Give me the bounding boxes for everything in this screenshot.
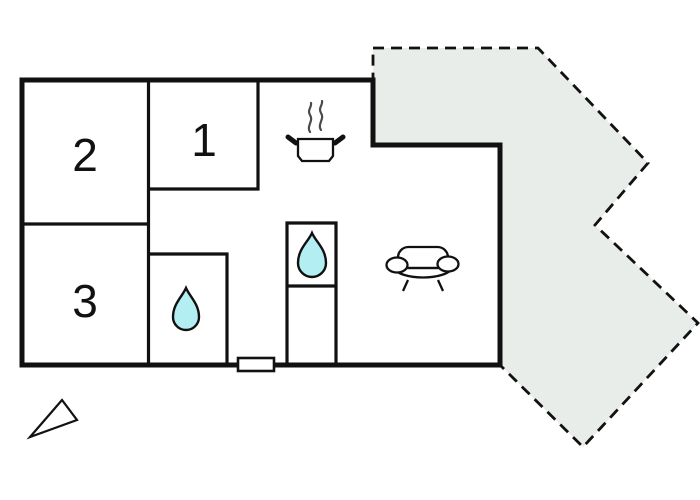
north-arrow-icon bbox=[26, 398, 79, 440]
sofa-armrest-left bbox=[385, 256, 409, 274]
steam-line-left bbox=[307, 101, 313, 134]
room-3-label: 3 bbox=[72, 275, 98, 327]
steam-line-right bbox=[318, 99, 324, 132]
pot-handle-right bbox=[332, 134, 346, 146]
room-1-label: 1 bbox=[191, 114, 217, 166]
pot-body bbox=[296, 137, 335, 163]
sofa-armrest-right bbox=[436, 255, 460, 273]
sofa-leg-left bbox=[401, 279, 410, 292]
room-2-label: 2 bbox=[72, 129, 98, 181]
door-marker bbox=[236, 356, 276, 373]
exterior-walls bbox=[19, 77, 503, 368]
interior-walls bbox=[20, 78, 338, 367]
water-drop-icon bbox=[171, 285, 201, 332]
sofa-icon bbox=[385, 245, 460, 292]
pot-handle-left bbox=[285, 134, 299, 146]
cooking-pot-icon bbox=[285, 99, 346, 163]
sofa-leg-right bbox=[436, 279, 445, 292]
water-drop-icon bbox=[296, 230, 328, 279]
terrace-area bbox=[371, 46, 700, 450]
